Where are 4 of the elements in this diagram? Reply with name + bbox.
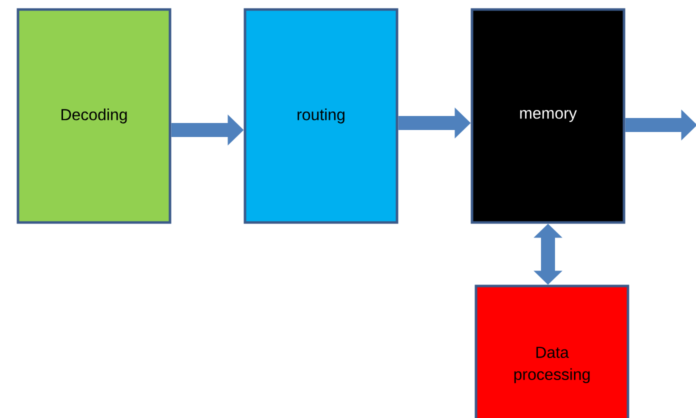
process-box: memory (470, 8, 626, 224)
process-box: Data processing (474, 284, 630, 418)
process-box: Decoding (16, 8, 172, 224)
process-box: routing (244, 8, 398, 224)
